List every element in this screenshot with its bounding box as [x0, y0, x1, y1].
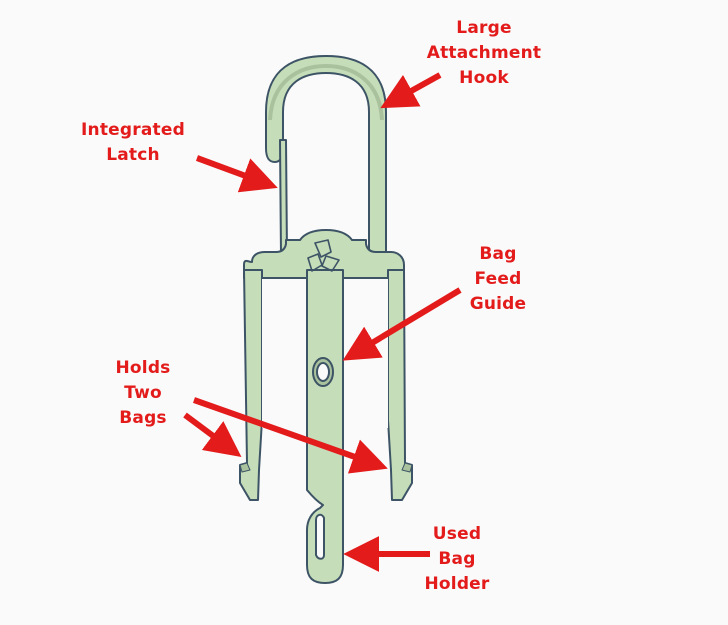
label-line: Large	[456, 18, 512, 38]
label-line: Hook	[459, 68, 509, 88]
clip-body	[239, 229, 413, 584]
label-line: Attachment	[426, 43, 542, 63]
arrow-large-attachment-hook	[380, 72, 442, 109]
label-line: Bag	[438, 549, 476, 569]
label-bag-feed-guide: Bag Feed Guide	[458, 242, 538, 317]
label-line: Bag	[479, 244, 517, 264]
label-line: Latch	[106, 145, 160, 165]
arrow-icon	[183, 72, 462, 572]
attachment-hook	[265, 55, 387, 256]
label-line: Used	[432, 524, 482, 544]
label-used-bag-holder: Used Bag Holder	[420, 522, 494, 597]
recycle-icon	[307, 239, 340, 272]
label-line: Integrated	[81, 120, 185, 140]
label-line: Two	[124, 383, 162, 403]
label-large-attachment-hook: Large Attachment Hook	[424, 16, 544, 91]
label-line: Holds	[115, 358, 171, 378]
label-line: Holder	[424, 574, 490, 594]
label-holds-two-bags: Holds Two Bags	[108, 356, 178, 431]
arrow-integrated-latch	[195, 155, 278, 193]
label-integrated-latch: Integrated Latch	[78, 118, 188, 168]
label-line: Feed	[474, 269, 522, 289]
arrow-holds-two-bags-right	[192, 397, 388, 474]
label-line: Guide	[469, 294, 527, 314]
label-line: Bags	[119, 408, 167, 428]
arrow-bag-feed-guide	[342, 287, 462, 361]
arrow-holds-two-bags-left	[183, 412, 242, 458]
